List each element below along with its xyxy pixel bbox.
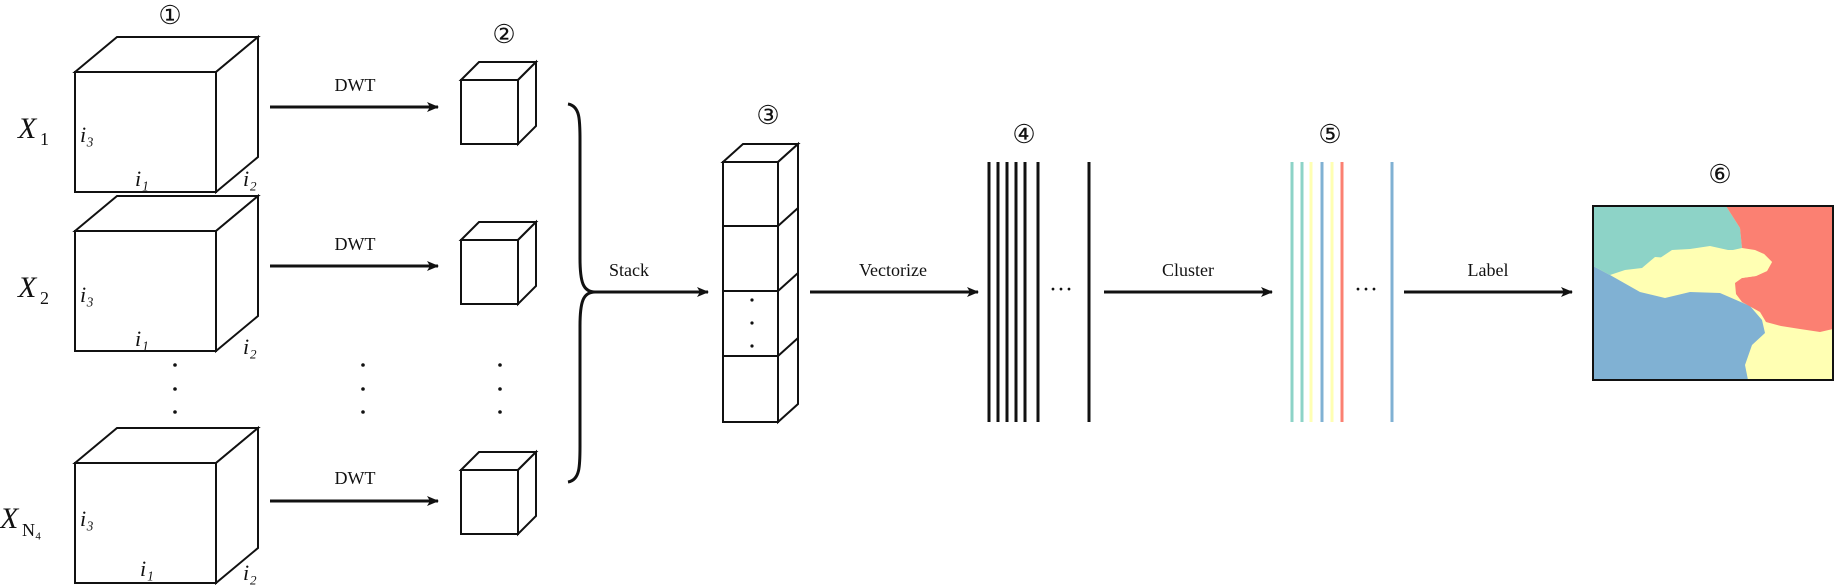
step-6-marker: ⑥ xyxy=(1708,160,1731,189)
vertical-ellipsis-compressed xyxy=(498,363,502,414)
tensor-n4-dim-i2: i₂ xyxy=(243,560,257,585)
step-4-marker: ④ xyxy=(1012,120,1035,149)
cluster-ellipsis: ··· xyxy=(1354,277,1378,303)
tensor-1-symbol: X xyxy=(17,112,38,145)
vectorized-columns xyxy=(987,162,1091,422)
tensor-1-dim-i2: i₂ xyxy=(243,166,257,191)
tensor-n4-symbol: X xyxy=(0,502,20,535)
dwt-label-n4: DWT xyxy=(335,468,376,488)
tensor-n4-dim-i1: i₁ xyxy=(140,556,154,581)
tensor-1-dim-i3: i₃ xyxy=(80,122,94,147)
label-label: Label xyxy=(1468,260,1509,280)
step-1-marker: ① xyxy=(158,1,181,30)
stack-label: Stack xyxy=(609,260,649,280)
tensor-2-dim-i3: i₃ xyxy=(80,282,94,307)
vector-ellipsis: ··· xyxy=(1049,277,1073,303)
region-red xyxy=(1726,206,1833,332)
step-3-marker: ③ xyxy=(756,101,779,130)
compressed-cube-2 xyxy=(458,219,539,307)
vertical-ellipsis-tensors xyxy=(173,363,177,414)
segmentation-label-map xyxy=(1592,205,1834,381)
stacked-tensor-column xyxy=(720,141,801,425)
tensor-1-cube xyxy=(72,34,261,195)
vertical-ellipsis-arrows xyxy=(361,363,365,414)
region-yellow-upper xyxy=(1660,246,1772,278)
tensor-2-dim-i1: i₁ xyxy=(135,326,149,351)
region-blue xyxy=(1593,266,1765,380)
clustered-vectors xyxy=(1290,162,1394,422)
tensor-2-cube xyxy=(72,193,261,354)
tensor-1-dim-i1: i₁ xyxy=(135,166,149,191)
region-teal xyxy=(1593,206,1742,275)
tensor-n4-cube xyxy=(72,425,261,585)
vectorize-label: Vectorize xyxy=(859,260,927,280)
tensor-2-symbol: X xyxy=(17,271,38,304)
stack-brace xyxy=(567,102,596,484)
tensor-n4-subscript: N₄ xyxy=(22,520,41,540)
cluster-label: Cluster xyxy=(1162,260,1214,280)
tensor-2-dim-i2: i₂ xyxy=(243,334,257,359)
step-5-marker: ⑤ xyxy=(1318,120,1341,149)
step-2-marker: ② xyxy=(492,20,515,49)
tensor-2-subscript: 2 xyxy=(40,288,49,308)
tensor-n4-dim-i3: i₃ xyxy=(80,506,94,531)
dwt-label-1: DWT xyxy=(335,75,376,95)
compressed-cube-n4 xyxy=(458,449,539,537)
tensor-1-subscript: 1 xyxy=(40,129,49,149)
dwt-label-2: DWT xyxy=(335,234,376,254)
compressed-cube-1 xyxy=(458,59,539,147)
